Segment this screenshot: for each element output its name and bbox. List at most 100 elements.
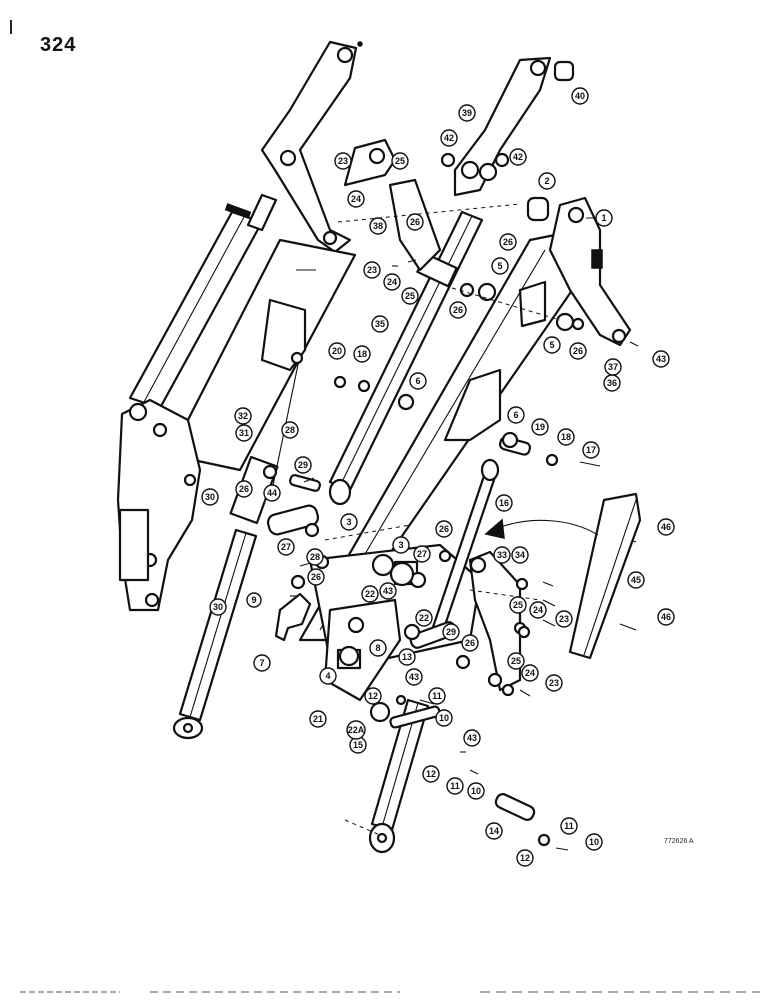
svg-text:10: 10 — [471, 786, 481, 796]
callout-24d: 24 — [521, 664, 539, 682]
svg-text:26: 26 — [311, 572, 321, 582]
callout-3: 3 — [340, 513, 358, 531]
callout-42b: 42 — [509, 148, 527, 166]
callout-25c: 25 — [509, 596, 527, 614]
left-boom-beam — [168, 238, 357, 501]
svg-text:43: 43 — [656, 354, 666, 364]
svg-text:25: 25 — [405, 291, 415, 301]
callout-23d: 23 — [545, 674, 563, 692]
svg-text:44: 44 — [267, 488, 277, 498]
callout-10b: 10 — [467, 782, 485, 800]
svg-text:43: 43 — [409, 672, 419, 682]
callout-22a: 22 — [361, 585, 379, 603]
hook-clip — [274, 592, 312, 642]
callout-26f: 26 — [435, 520, 453, 538]
svg-text:26: 26 — [239, 484, 249, 494]
svg-text:24: 24 — [387, 277, 397, 287]
callout-43b: 43 — [379, 582, 397, 600]
left-lift-cylinder — [128, 193, 278, 410]
callout-11b: 11 — [446, 777, 464, 795]
callout-26e: 26 — [235, 480, 253, 498]
svg-text:42: 42 — [513, 152, 523, 162]
callout-10c: 10 — [585, 833, 603, 851]
callout-1: 1 — [586, 209, 613, 227]
callout-6b: 6 — [507, 406, 525, 424]
svg-text:12: 12 — [520, 853, 530, 863]
callout-9: 9 — [246, 592, 262, 608]
svg-text:24: 24 — [525, 668, 535, 678]
svg-text:20: 20 — [332, 346, 342, 356]
callout-27b: 27 — [413, 545, 431, 563]
callout-18b: 18 — [557, 428, 575, 446]
callout-21: 21 — [309, 710, 327, 728]
callout-12b: 12 — [422, 765, 440, 783]
svg-text:11: 11 — [450, 781, 460, 791]
svg-text:25: 25 — [513, 600, 523, 610]
svg-text:32: 32 — [238, 411, 248, 421]
page-number: 324 — [40, 34, 77, 56]
svg-text:21: 21 — [313, 714, 323, 724]
callout-11a: 11 — [428, 687, 446, 705]
svg-text:29: 29 — [446, 627, 456, 637]
callout-46b: 46 — [657, 608, 675, 626]
svg-text:4: 4 — [325, 671, 330, 681]
callout-38: 38 — [369, 217, 387, 235]
svg-text:13: 13 — [402, 652, 412, 662]
callout-4: 4 — [319, 667, 337, 685]
svg-text:16: 16 — [499, 498, 509, 508]
svg-text:30: 30 — [213, 602, 223, 612]
svg-text:38: 38 — [373, 221, 383, 231]
callout-28a: 28 — [281, 421, 299, 439]
callout-5a: 5 — [491, 257, 509, 275]
svg-text:12: 12 — [426, 769, 436, 779]
callout-17: 17 — [582, 441, 600, 459]
left-boom-upper-arm — [260, 40, 358, 254]
svg-text:25: 25 — [511, 656, 521, 666]
callout-26g: 26 — [307, 568, 325, 586]
svg-text:19: 19 — [535, 422, 545, 432]
callout-balloons: 1 2 3 3 4 5 5 6 6 7 8 9 10 10 10 11 11 1… — [201, 87, 675, 867]
callout-25a: 25 — [391, 152, 409, 170]
cover-shield — [568, 492, 642, 660]
svg-text:31: 31 — [239, 428, 249, 438]
svg-text:17: 17 — [586, 445, 596, 455]
callout-13: 13 — [398, 648, 416, 666]
svg-text:10: 10 — [589, 837, 599, 847]
svg-text:40: 40 — [575, 91, 585, 101]
callout-22a-alt: 22A — [346, 720, 366, 740]
svg-text:12: 12 — [368, 691, 378, 701]
callout-36: 36 — [603, 374, 621, 392]
callout-30b: 30 — [209, 598, 227, 616]
svg-text:18: 18 — [357, 349, 367, 359]
callout-43c: 43 — [405, 668, 423, 686]
svg-text:23: 23 — [549, 678, 559, 688]
callout-43a: 43 — [652, 350, 670, 368]
svg-text:29: 29 — [298, 460, 308, 470]
right-upper-link — [453, 56, 552, 197]
svg-text:35: 35 — [375, 319, 385, 329]
svg-text:18: 18 — [561, 432, 571, 442]
callout-32: 32 — [234, 407, 252, 425]
svg-text:23: 23 — [559, 614, 569, 624]
callout-45: 45 — [627, 571, 645, 589]
callout-12a: 12 — [364, 687, 382, 705]
svg-text:9: 9 — [251, 595, 256, 605]
callout-14: 14 — [485, 822, 503, 840]
callout-26d: 26 — [569, 342, 587, 360]
svg-text:46: 46 — [661, 612, 671, 622]
svg-text:26: 26 — [503, 237, 513, 247]
svg-text:33: 33 — [497, 550, 507, 560]
callout-27a: 27 — [277, 538, 295, 556]
svg-text:27: 27 — [281, 542, 291, 552]
callout-10a: 10 — [435, 709, 453, 727]
svg-text:25: 25 — [395, 156, 405, 166]
callout-46a: 46 — [657, 518, 675, 536]
callout-6a: 6 — [409, 372, 427, 390]
svg-text:11: 11 — [432, 691, 442, 701]
tie-rod — [428, 458, 500, 642]
callout-28b: 28 — [306, 548, 324, 566]
alignment-lines — [324, 203, 561, 836]
callout-40: 40 — [571, 87, 589, 105]
svg-text:24: 24 — [533, 605, 543, 615]
